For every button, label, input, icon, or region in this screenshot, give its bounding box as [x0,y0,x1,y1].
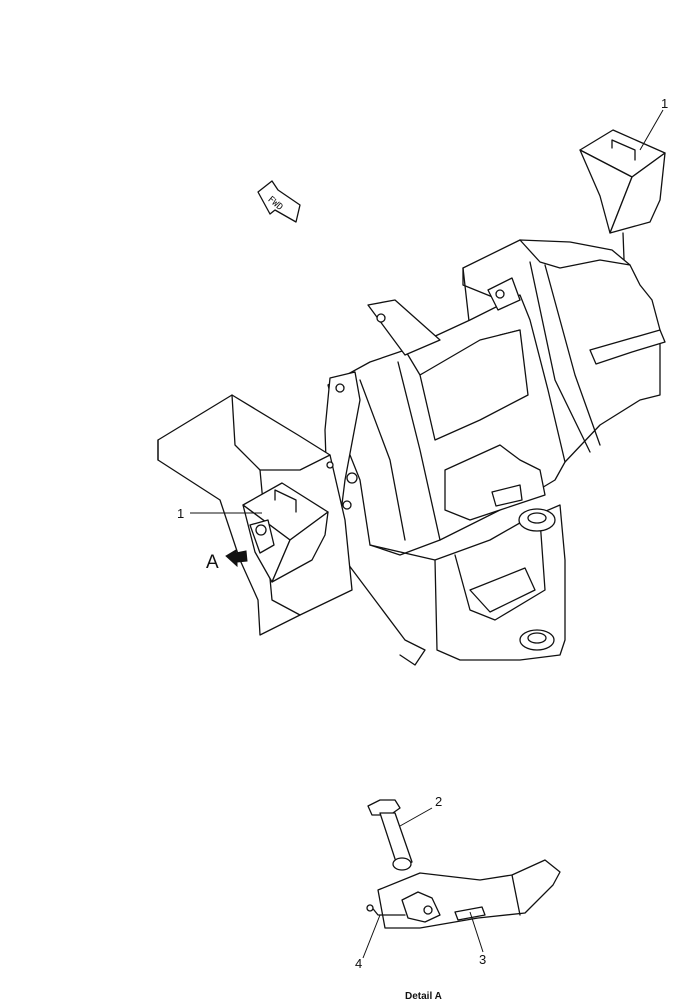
counterweight-left [242,482,329,583]
callout-view-a: A [206,552,219,573]
detail-a-assembly [362,799,561,959]
view-arrow-a [225,549,248,568]
fwd-arrow: FWD [257,180,301,223]
callout-3: 3 [479,952,486,967]
callout-2: 2 [435,794,442,809]
counterweight-right [579,129,666,321]
detail-caption: Detail A [405,991,442,1001]
frame-lower-hitch [344,444,566,666]
callout-4: 4 [355,956,362,971]
callout-1-right: 1 [661,96,668,111]
leader-lines-main [190,109,664,514]
callout-1-left: 1 [177,506,184,521]
